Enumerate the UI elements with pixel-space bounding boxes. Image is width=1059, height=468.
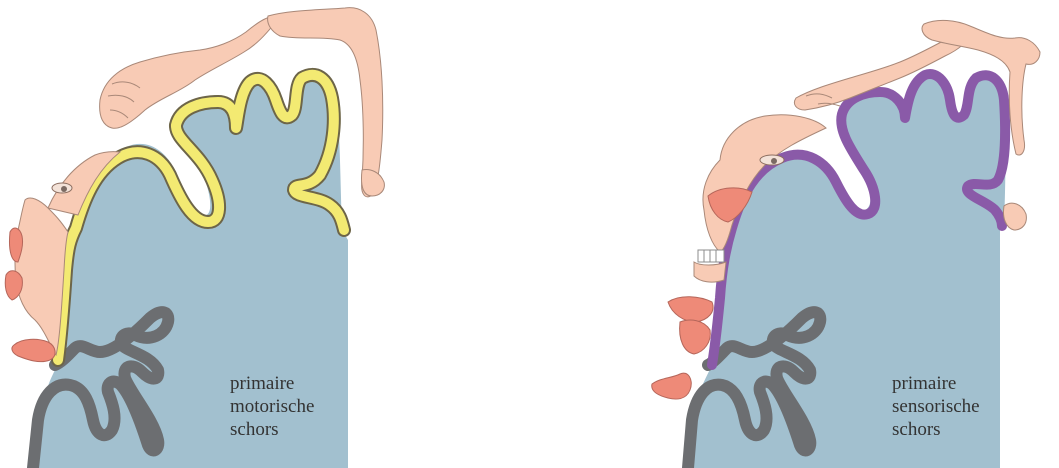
- motor-cortex-label: primaire motorische schors: [230, 372, 314, 441]
- sensory-intestine: [652, 373, 692, 399]
- motor-panel: [5, 8, 384, 468]
- motor-pupil: [61, 186, 67, 192]
- motor-label-line-1: primaire: [230, 372, 314, 395]
- motor-foot: [361, 170, 384, 197]
- sensory-jaw: [694, 262, 726, 282]
- sensory-label-line-3: schors: [892, 418, 980, 441]
- sensory-label-line-2: sensorische: [892, 395, 980, 418]
- sensory-pupil: [771, 158, 777, 164]
- sensory-cortex-label: primaire sensorische schors: [892, 372, 980, 441]
- motor-label-line-2: motorische: [230, 395, 314, 418]
- motor-tongue: [12, 339, 55, 361]
- sensory-tongue: [668, 297, 713, 322]
- sensory-label-line-1: primaire: [892, 372, 980, 395]
- sensory-panel: [652, 20, 1040, 468]
- sensory-teeth: [698, 250, 724, 262]
- sensory-pharynx: [680, 320, 711, 354]
- motor-label-line-3: schors: [230, 418, 314, 441]
